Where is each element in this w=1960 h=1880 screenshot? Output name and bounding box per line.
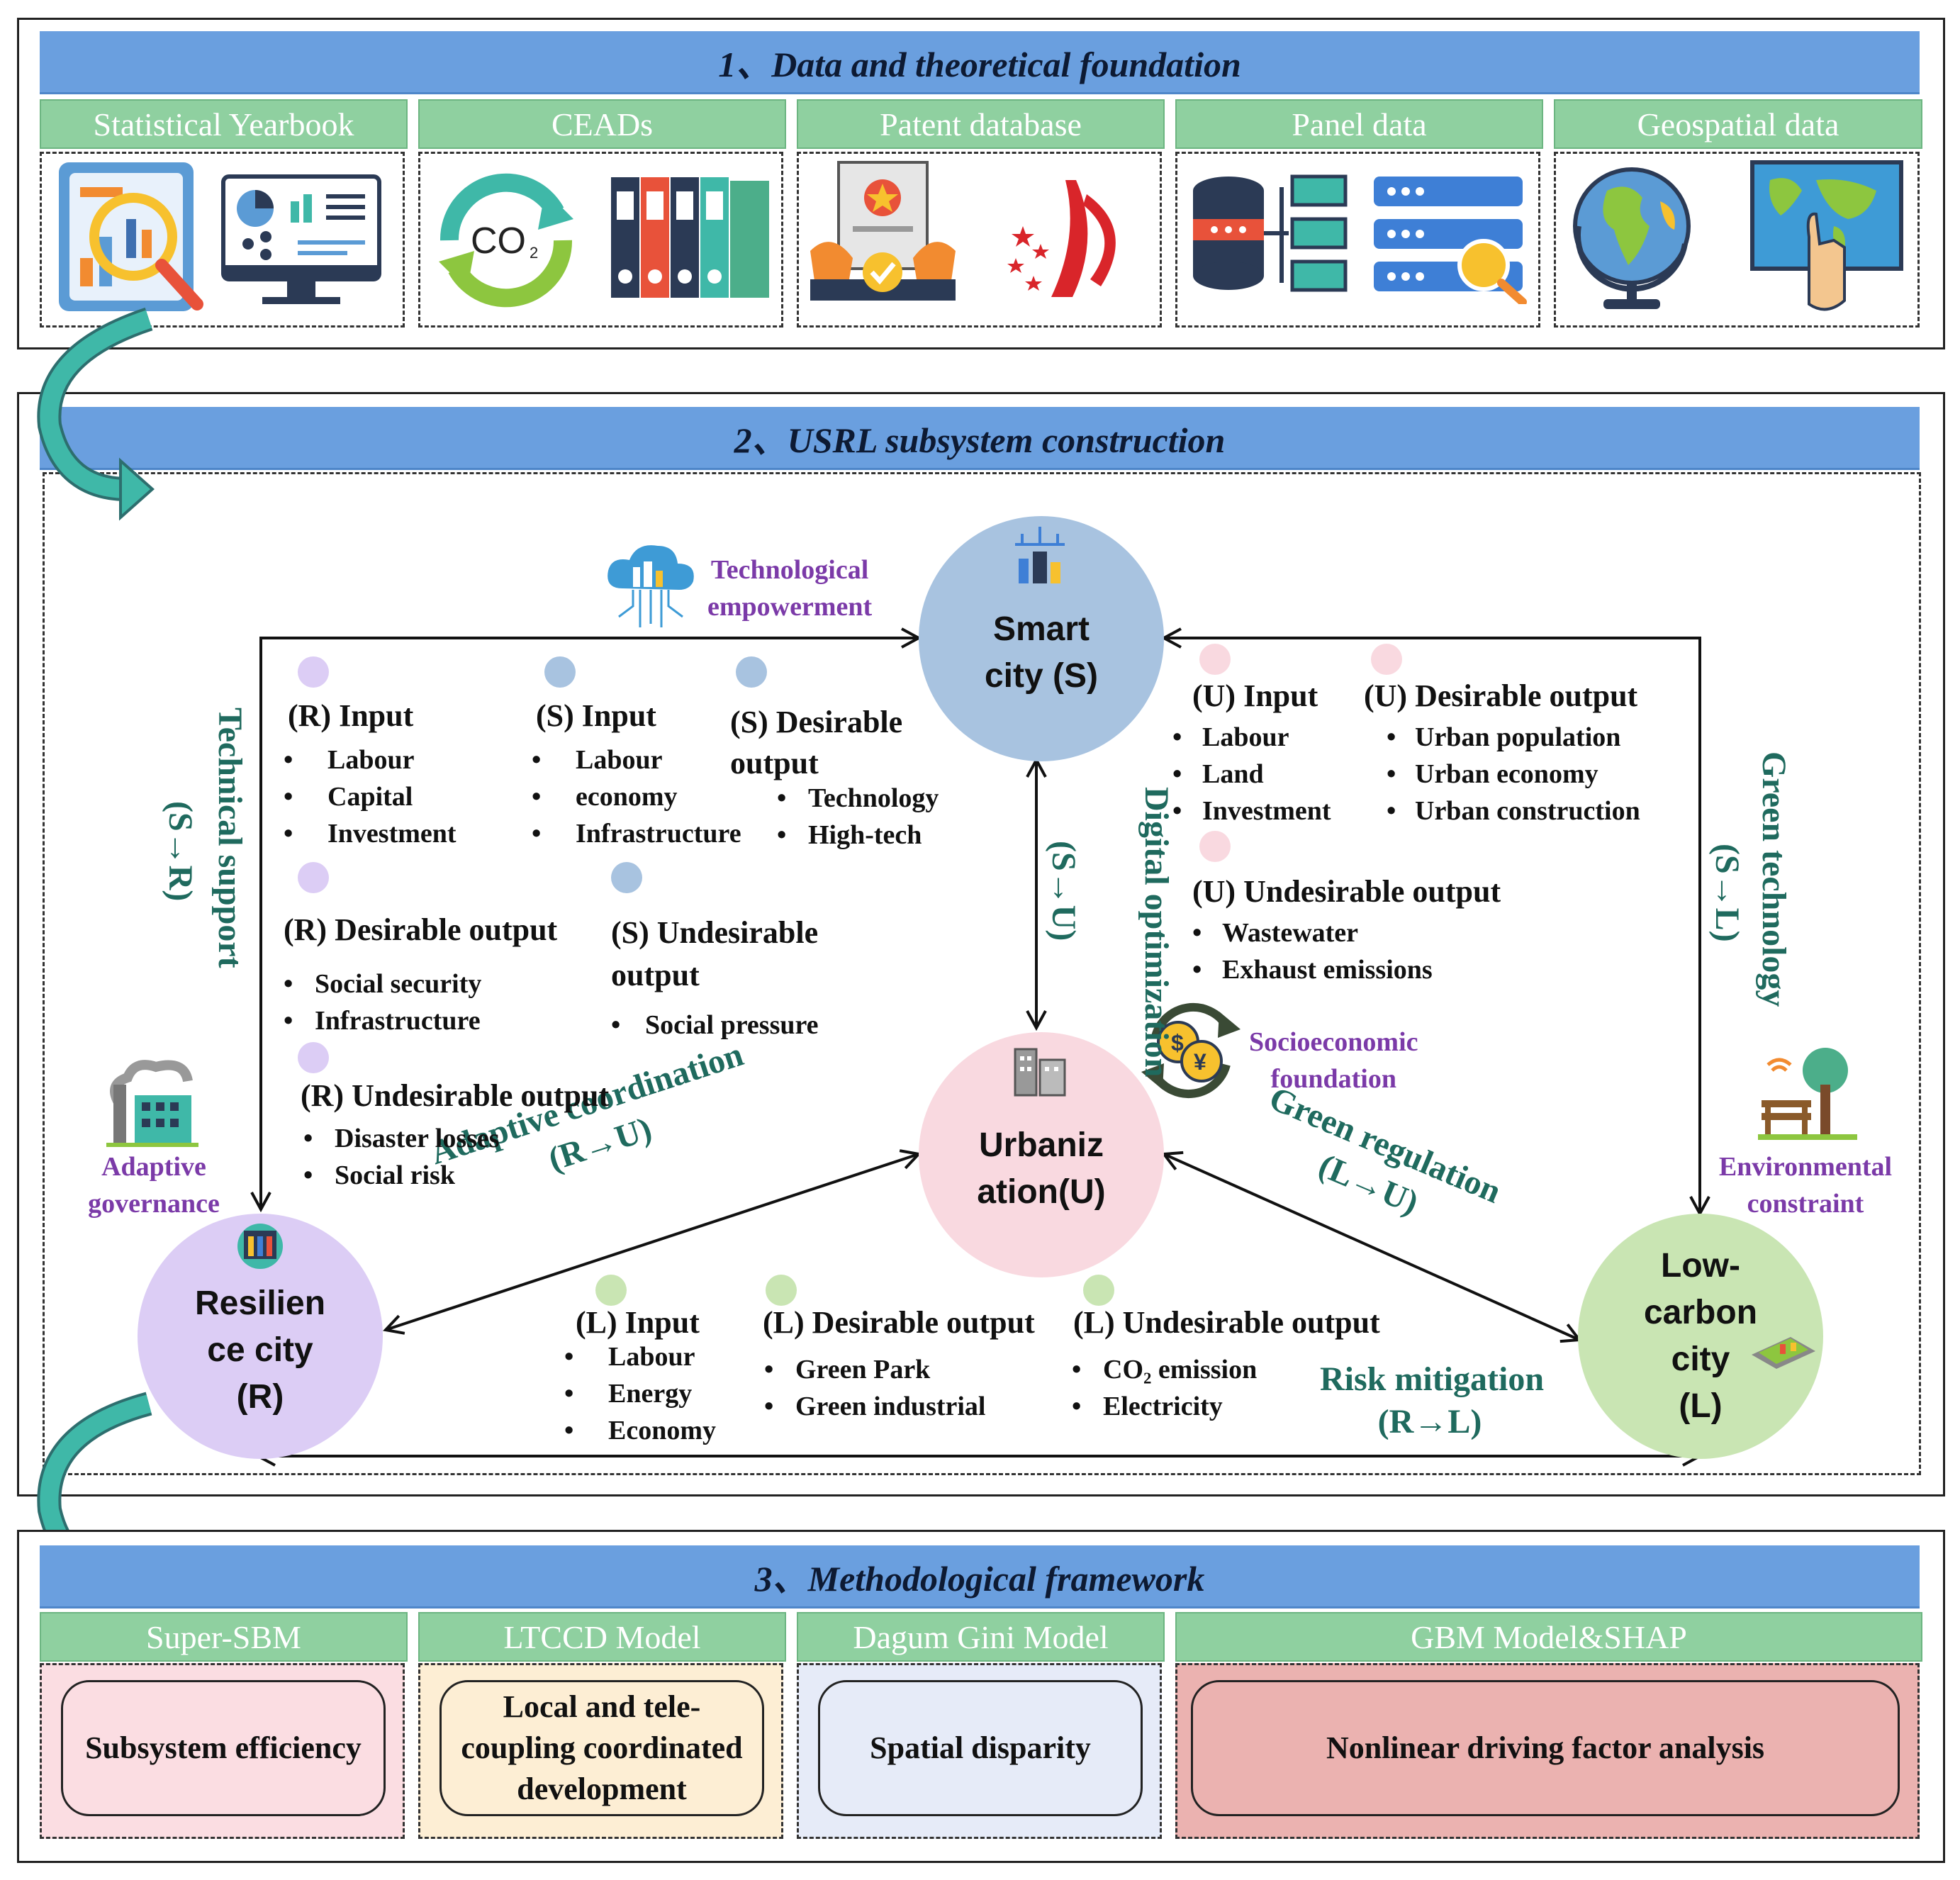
l-undesirable-title: (L) Undesirable output xyxy=(1073,1305,1380,1340)
dot-u-undesirable xyxy=(1199,831,1231,862)
smart-city-icon xyxy=(1015,527,1065,583)
section3-title: 3、Methodological framework xyxy=(40,1545,1920,1608)
s-input-title: (S) Input xyxy=(536,698,656,733)
co2-cycle-icon: CO 2 xyxy=(439,173,573,308)
dot-s-desirable xyxy=(736,656,767,688)
relation-digital-optimization-code: (S→U) xyxy=(1045,841,1082,941)
urban-buildings-icon xyxy=(1014,1048,1066,1097)
method-tab-super-sbm: Super-SBM xyxy=(40,1612,408,1662)
source-tab-statistical-yearbook: Statistical Yearbook xyxy=(40,99,408,149)
source-box-statistical-yearbook xyxy=(40,152,405,328)
svg-text:2: 2 xyxy=(530,244,538,262)
database-server-icon xyxy=(1193,174,1348,292)
relation-green-technology-code: (S→L) xyxy=(1708,844,1746,942)
dot-l-input xyxy=(595,1275,627,1306)
world-map-touch-icon xyxy=(1750,160,1903,311)
resilience-gear-icon xyxy=(237,1224,283,1269)
result-subsystem-efficiency: Subsystem efficiency xyxy=(61,1680,386,1816)
l-input-title: (L) Input xyxy=(576,1305,700,1340)
l-undesirable-list: CO₂ emissionElectricity xyxy=(1072,1351,1257,1425)
source-box-patent-database xyxy=(797,152,1162,328)
u-input-title: (U) Input xyxy=(1192,678,1318,713)
patent-office-logo-icon xyxy=(1007,180,1116,297)
result-spatial-disparity: Spatial disparity xyxy=(818,1680,1143,1816)
patent-certificate-icon xyxy=(810,161,956,301)
s-input-list: LaboureconomyInfrastructure xyxy=(532,742,741,852)
source-tab-patent-database: Patent database xyxy=(797,99,1165,149)
u-desirable-list: Urban populationUrban economyUrban const… xyxy=(1387,719,1640,829)
driver-tech-empowerment: Technological empowerment xyxy=(707,555,873,622)
dot-r-undesirable xyxy=(298,1042,329,1073)
globe-icon xyxy=(1573,167,1691,309)
report-search-icon xyxy=(59,162,203,311)
source-box-panel-data xyxy=(1175,152,1540,328)
relation-technical-support-code: (S→R) xyxy=(162,801,199,902)
method-tab-dagum-gini: Dagum Gini Model xyxy=(797,1612,1165,1662)
driver-environmental: Environmental constraint xyxy=(1718,1152,1893,1219)
r-undesirable-title: (R) Undesirable output xyxy=(301,1078,610,1113)
svg-text:CO: CO xyxy=(471,220,526,262)
method-tab-ltccd: LTCCD Model xyxy=(418,1612,786,1662)
dot-s-input xyxy=(544,656,576,688)
r-undesirable-list: Disaster lossesSocial risk xyxy=(303,1120,500,1194)
s-desirable-list: TechnologyHigh-tech xyxy=(777,780,939,854)
result-coupling-coordinated-development: Local and tele-coupling coordinated deve… xyxy=(439,1680,764,1816)
r-input-list: LabourCapitalInvestment xyxy=(284,742,457,852)
result-nonlinear-driving-factor: Nonlinear driving factor analysis xyxy=(1191,1680,1900,1816)
dot-r-input xyxy=(298,656,329,688)
arrow-smart-to-lowcarbon xyxy=(1164,638,1700,1214)
method-tab-gbm-shap: GBM Model&SHAP xyxy=(1175,1612,1922,1662)
u-undesirable-title: (U) Undesirable output xyxy=(1192,874,1501,909)
l-desirable-title: (L) Desirable output xyxy=(763,1305,1035,1340)
u-undesirable-list: WastewaterExhaust emissions xyxy=(1192,914,1433,988)
u-desirable-title: (U) Desirable output xyxy=(1364,678,1638,713)
source-tab-panel-data: Panel data xyxy=(1175,99,1543,149)
lowcarbon-park-icon xyxy=(1752,1337,1815,1369)
cloud-network-icon xyxy=(607,545,694,627)
relation-risk-mitigation: Risk mitigation (R→L) xyxy=(1320,1360,1545,1440)
arrow-lowcarbon-to-urban xyxy=(1164,1154,1579,1340)
l-input-list: LabourEnergyEconomy xyxy=(564,1338,716,1449)
dot-l-desirable xyxy=(766,1275,797,1306)
s-undesirable-list: Social pressure xyxy=(611,1007,819,1043)
svg-text:¥: ¥ xyxy=(1194,1049,1206,1075)
source-box-ceads xyxy=(418,152,783,328)
svg-text:$: $ xyxy=(1171,1030,1184,1056)
source-tab-ceads: CEADs xyxy=(418,99,786,149)
driver-socioeconomic: Socioeconomic foundation xyxy=(1249,1027,1418,1094)
dashboard-monitor-icon xyxy=(221,174,381,304)
currency-exchange-icon: $ ¥ xyxy=(1141,1002,1241,1099)
s-desirable-title: (S) Desirable output xyxy=(730,705,903,780)
section1-title: 1、Data and theoretical foundation xyxy=(40,31,1920,94)
server-search-icon xyxy=(1374,177,1527,304)
section2-content-area xyxy=(43,472,1921,1475)
dot-s-undesirable xyxy=(611,862,642,893)
dot-u-desirable xyxy=(1371,644,1402,675)
dot-r-desirable xyxy=(298,862,329,893)
source-box-geospatial-data xyxy=(1554,152,1920,328)
dot-u-input xyxy=(1199,644,1231,675)
relation-digital-optimization: Digital optimization xyxy=(1138,787,1175,1078)
factory-building-icon xyxy=(106,1060,198,1147)
driver-adaptive-governance: Adaptive governance xyxy=(88,1152,220,1219)
arrow-smart-to-resilience xyxy=(261,638,919,1209)
l-desirable-list: Green ParkGreen industrial xyxy=(764,1351,986,1425)
section2-title: 2、USRL subsystem construction xyxy=(40,407,1920,470)
r-desirable-list: Social securityInfrastructure xyxy=(284,966,481,1039)
binders-icon xyxy=(611,177,769,298)
relation-technical-support: Technical support xyxy=(211,707,249,968)
arrow-resilience-to-urban xyxy=(386,1154,919,1330)
r-input-title: (R) Input xyxy=(288,698,414,733)
s-undesirable-title: (S) Undesirable output xyxy=(611,915,819,992)
source-tab-geospatial-data: Geospatial data xyxy=(1554,99,1922,149)
r-desirable-title: (R) Desirable output xyxy=(284,912,558,947)
park-bench-tree-icon xyxy=(1758,1048,1857,1140)
dot-l-undesirable xyxy=(1083,1275,1114,1306)
u-input-list: LabourLandInvestment xyxy=(1172,719,1331,829)
relation-green-technology: Green technology xyxy=(1755,751,1793,1007)
